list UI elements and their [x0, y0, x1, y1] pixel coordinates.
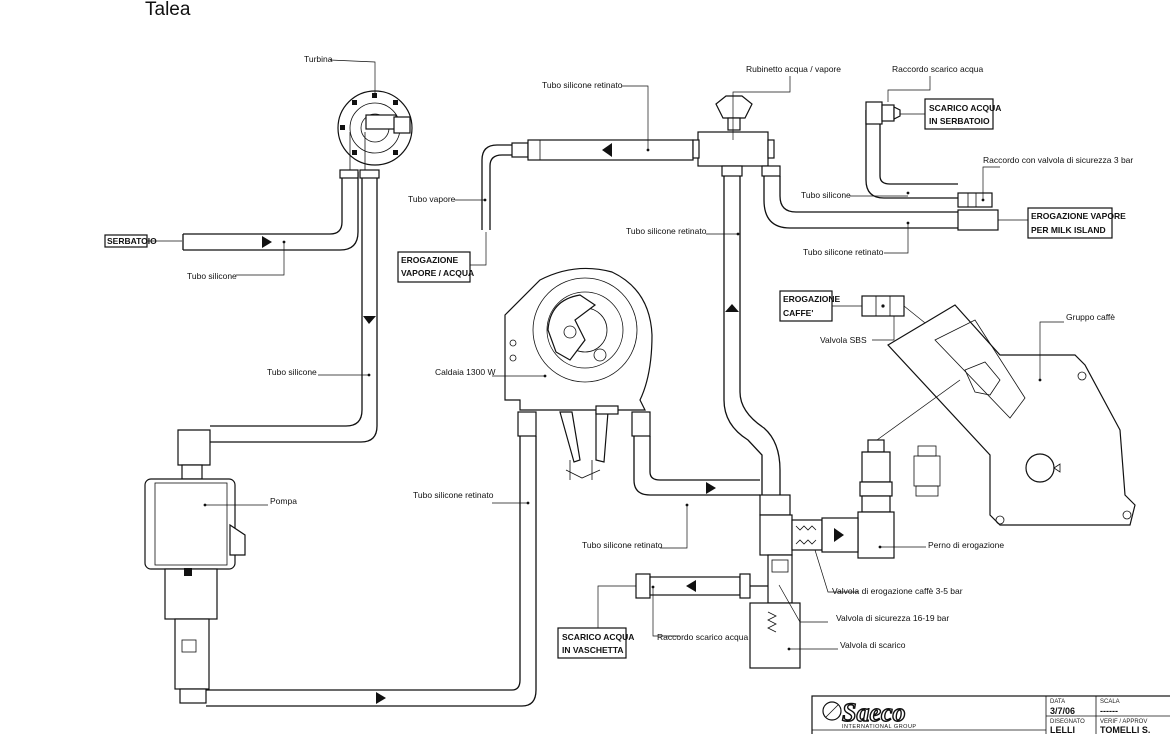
erogazione-milk-island-box: EROGAZIONE VAPORE PER MILK ISLAND [1027, 207, 1126, 239]
valvola-sbs-label: Valvola SBS [820, 335, 867, 345]
turbina-component [337, 90, 413, 170]
svg-text:SCALA: SCALA [1100, 699, 1120, 705]
tubo-silicone-retinato-label-bottom: Tubo silicone retinato [582, 540, 663, 550]
tubo-silicone-label-3: Tubo silicone [801, 190, 851, 200]
svg-text:VAPORE / ACQUA: VAPORE / ACQUA [401, 268, 474, 278]
svg-text:VERIF / APPROV: VERIF / APPROV [1100, 719, 1147, 725]
valvola-erogazione-label: Valvola di erogazione caffè 3-5 bar [832, 586, 963, 596]
svg-text:INTERNATIONAL GROUP: INTERNATIONAL GROUP [842, 724, 917, 730]
saeco-logo: Saeco INTERNATIONAL GROUP [822, 697, 917, 730]
turbina-label: Turbina [304, 54, 333, 64]
raccordo-valvola-sicurezza-label: Raccordo con valvola di sicurezza 3 bar [983, 155, 1133, 165]
valvola-sicurezza-label: Valvola di sicurezza 16-19 bar [836, 613, 949, 623]
perno-erogazione-label: Perno di erogazione [928, 540, 1004, 550]
svg-text:SCARICO ACQUA: SCARICO ACQUA [562, 632, 634, 642]
svg-text:CAFFE': CAFFE' [783, 308, 813, 318]
serbatoio-label: SERBATOIO [107, 236, 157, 246]
svg-text:IN SERBATOIO: IN SERBATOIO [929, 116, 990, 126]
perno-ghost [913, 445, 941, 497]
valvola-sbs-component [861, 295, 905, 317]
tubo-silicone-retinato-label-right: Tubo silicone retinato [803, 247, 884, 257]
svg-text:TOMELLI S.: TOMELLI S. [1100, 725, 1150, 734]
tubo-silicone-retinato-label-top: Tubo silicone retinato [542, 80, 623, 90]
pompa-label: Pompa [270, 496, 297, 506]
valvola-scarico-label: Valvola di scarico [840, 640, 906, 650]
erogazione-vapore-acqua-box: EROGAZIONE VAPORE / ACQUA [397, 251, 474, 283]
scarico-serbatoio-box: SCARICO ACQUA IN SERBATOIO [924, 98, 1001, 130]
perno-erogazione-component [857, 439, 895, 559]
svg-text:DISEGNATO: DISEGNATO [1050, 719, 1085, 725]
tubo-silicone-label-2: Tubo silicone [267, 367, 317, 377]
erogazione-caffe-box: EROGAZIONE CAFFE' [779, 290, 840, 322]
svg-text:EROGAZIONE: EROGAZIONE [783, 294, 840, 304]
rubinetto-component [692, 95, 781, 177]
page-title: Talea [145, 0, 191, 20]
scarico-vaschetta-box: SCARICO ACQUA IN VASCHETTA [557, 627, 634, 659]
gruppo-caffe-component [887, 304, 1136, 526]
tubo-silicone-retinato-label-low: Tubo silicone retinato [413, 490, 494, 500]
tubo-silicone-label-1: Tubo silicone [187, 271, 237, 281]
valvole-block [749, 494, 859, 669]
tubo-vapore-label: Tubo vapore [408, 194, 456, 204]
rubinetto-label: Rubinetto acqua / vapore [746, 64, 841, 74]
pompa-component [144, 429, 246, 704]
caldaia-component [504, 267, 653, 480]
raccordo-scarico-acqua-top-label: Raccordo scarico acqua [892, 64, 983, 74]
caldaia-label: Caldaia 1300 W [435, 367, 495, 377]
svg-text:Saeco: Saeco [842, 698, 906, 727]
gruppo-caffe-label: Gruppo caffè [1066, 312, 1115, 322]
svg-text:EROGAZIONE VAPORE: EROGAZIONE VAPORE [1031, 211, 1126, 221]
svg-text:SCARICO ACQUA: SCARICO ACQUA [929, 103, 1001, 113]
svg-text:LELLI: LELLI [1050, 725, 1075, 734]
svg-text:IN VASCHETTA: IN VASCHETTA [562, 645, 624, 655]
tubo-silicone-retinato-label-mid: Tubo silicone retinato [626, 226, 707, 236]
svg-text:PER MILK ISLAND: PER MILK ISLAND [1031, 225, 1106, 235]
svg-text:DATA: DATA [1050, 699, 1065, 705]
raccordo-scarico-acqua-bottom-label: Raccordo scarico acqua [657, 632, 748, 642]
title-block: Saeco INTERNATIONAL GROUP DATA 3/7/06 SC… [811, 695, 1170, 734]
svg-text:EROGAZIONE: EROGAZIONE [401, 255, 458, 265]
svg-text:3/7/06: 3/7/06 [1050, 706, 1075, 716]
svg-text:------: ------ [1100, 706, 1118, 716]
